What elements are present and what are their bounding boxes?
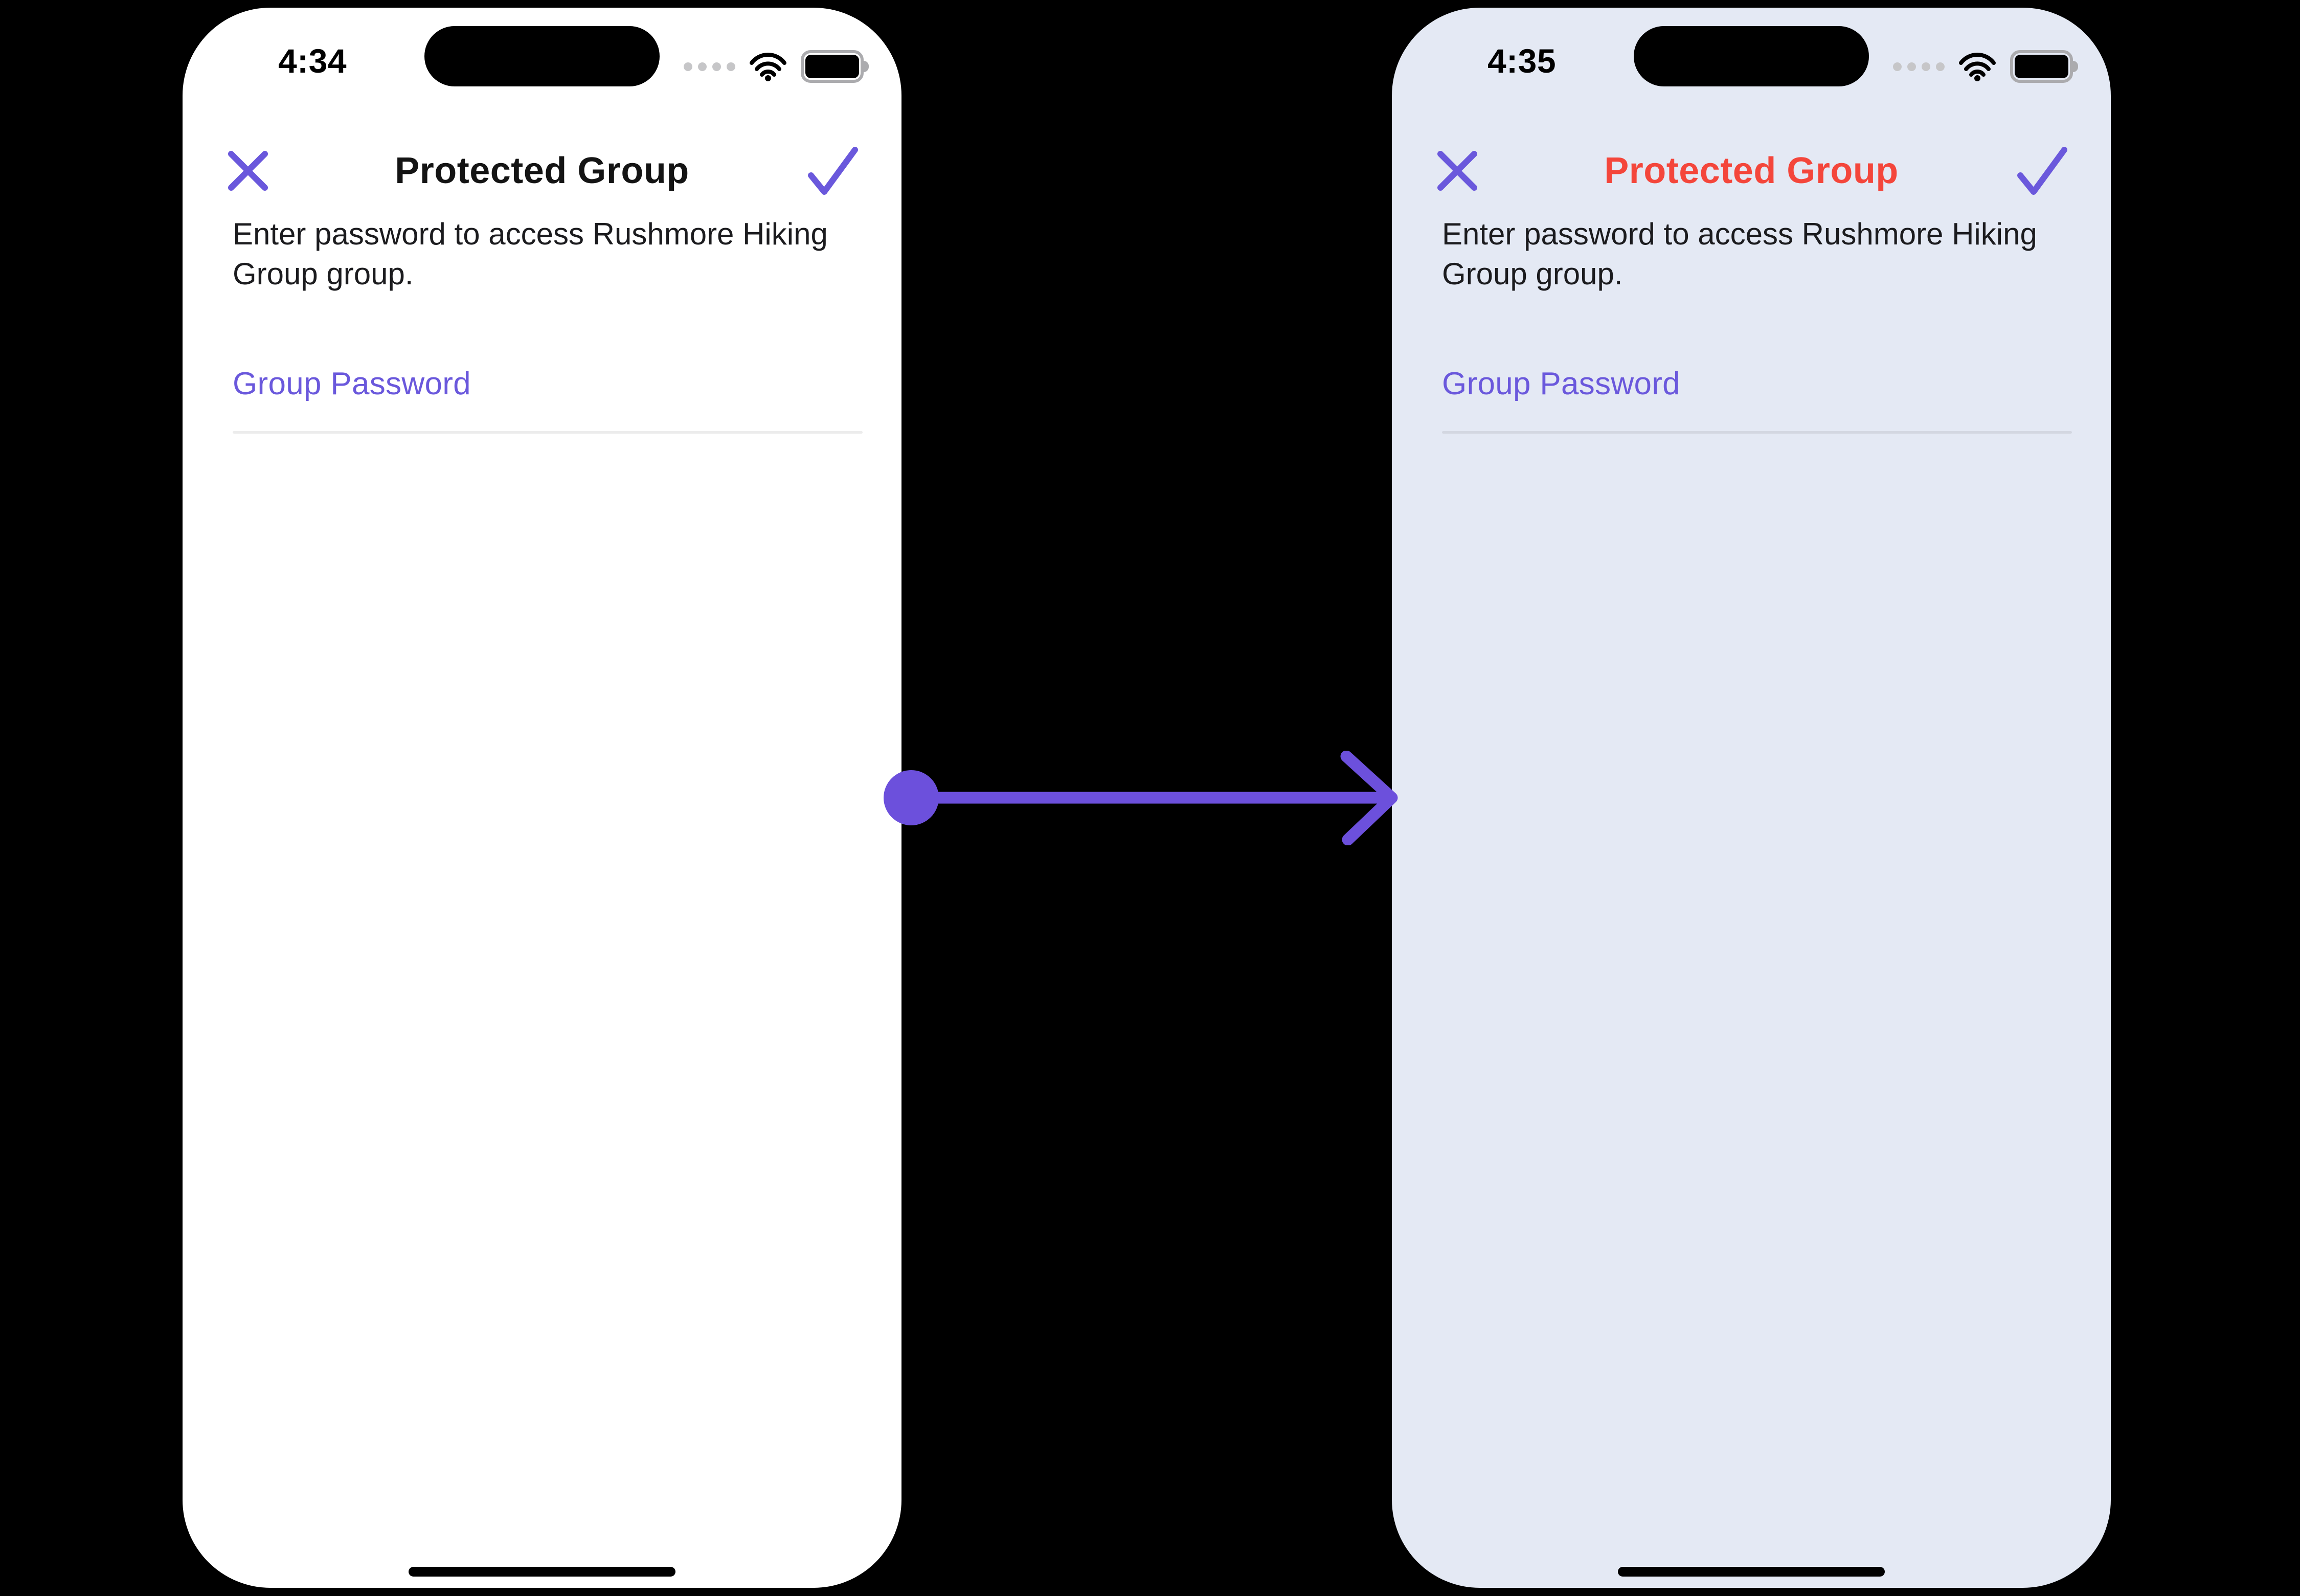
close-button[interactable] <box>1436 149 1479 192</box>
battery-icon <box>2010 50 2078 83</box>
group-password-label: Group Password <box>233 366 471 401</box>
status-bar: 4:34 <box>183 8 901 102</box>
dynamic-island <box>424 26 660 86</box>
group-password-label: Group Password <box>1442 366 1680 401</box>
x-icon <box>228 151 268 191</box>
status-bar: 4:35 <box>1392 8 2111 102</box>
input-underline <box>1442 431 2072 434</box>
page-title: Protected Group <box>395 150 689 191</box>
check-icon <box>808 147 858 195</box>
status-time: 4:35 <box>1487 42 1557 80</box>
battery-icon <box>801 50 869 83</box>
wifi-icon <box>1959 53 1996 81</box>
cellular-dots-icon <box>1893 62 1945 71</box>
phone-mockup-before: 4:34 <box>183 8 901 1588</box>
page-title: Protected Group <box>1604 150 1899 191</box>
status-time: 4:34 <box>278 42 347 80</box>
password-instructions: Enter password to access Rushmore Hiking… <box>1442 217 2037 291</box>
password-instructions: Enter password to access Rushmore Hiking… <box>233 217 828 291</box>
x-icon <box>1437 151 1477 191</box>
group-password-field[interactable]: Group Password <box>233 366 863 437</box>
status-icons <box>684 50 869 83</box>
phone-mockup-after: 4:35 <box>1392 8 2111 1588</box>
modal-header: Protected Group <box>1433 140 2070 202</box>
home-indicator[interactable] <box>1618 1567 1885 1577</box>
input-underline <box>233 431 863 434</box>
status-icons <box>1893 50 2078 83</box>
dynamic-island <box>1634 26 1869 86</box>
confirm-button[interactable] <box>807 146 859 195</box>
confirm-button[interactable] <box>2017 146 2068 195</box>
modal-header: Protected Group <box>223 140 861 202</box>
wifi-icon <box>750 53 786 81</box>
check-icon <box>2017 147 2067 195</box>
home-indicator[interactable] <box>409 1567 675 1577</box>
close-button[interactable] <box>227 149 269 192</box>
transition-arrow <box>884 751 1398 845</box>
cellular-dots-icon <box>684 62 735 71</box>
group-password-field[interactable]: Group Password <box>1442 366 2072 437</box>
